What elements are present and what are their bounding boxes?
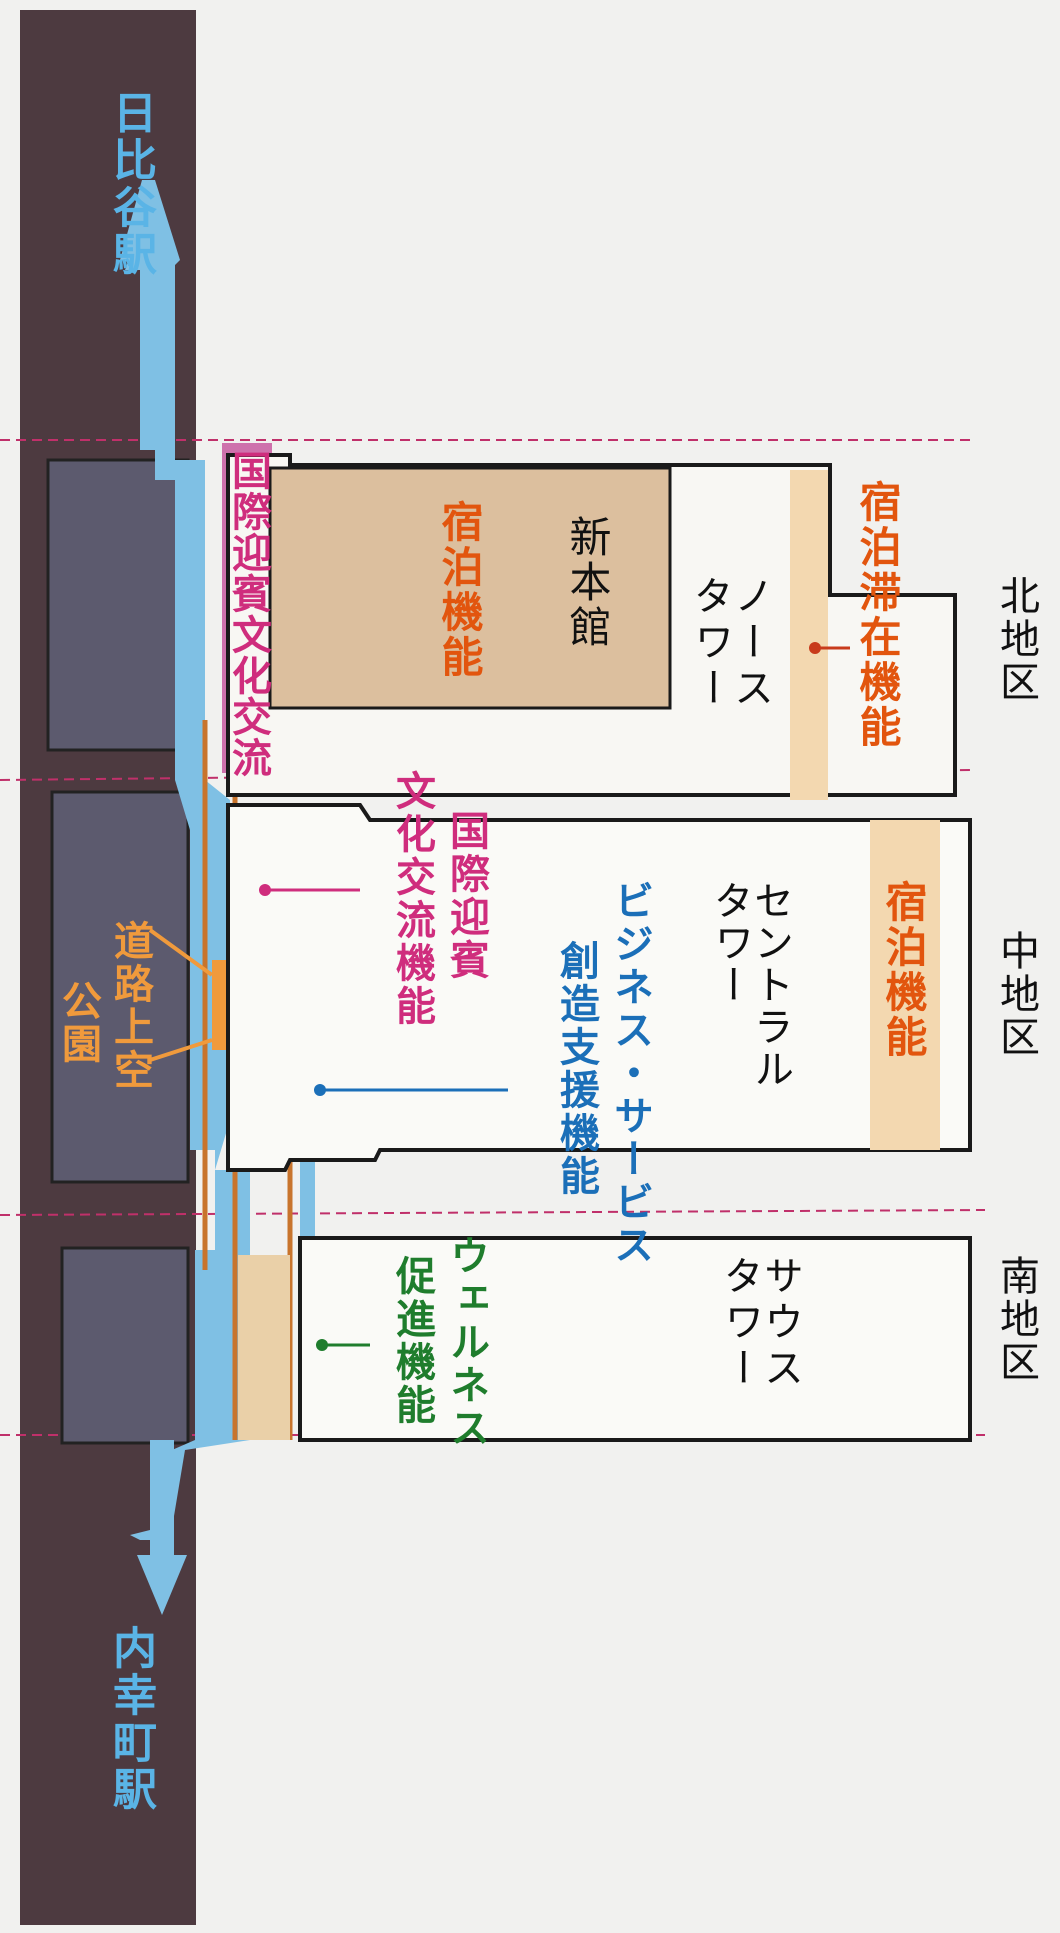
lodging-central-stripe — [870, 820, 940, 1150]
station-north-label: 日比谷駅 — [105, 90, 156, 278]
function-lodging-central: 宿泊機能 — [879, 880, 928, 1060]
function-lodging-stay: 宿泊滞在機能 — [853, 480, 902, 750]
pointer-reception — [259, 884, 360, 896]
district-south-label: 南地区 — [993, 1255, 1039, 1384]
walkway — [120, 180, 250, 1540]
function-lodging-new-main: 宿泊機能 — [435, 500, 484, 680]
south-tower-outline — [298, 1236, 972, 1442]
building-central-tower: セントラル タワー — [707, 880, 793, 1090]
function-wellness-bottom: 促進機能 — [389, 1255, 435, 1427]
pointer-business — [314, 1084, 508, 1096]
road-park-arrows — [148, 928, 214, 1062]
function-wellness-top: ウェルネス — [443, 1235, 489, 1450]
function-reception-bottom: 文化交流機能 — [389, 770, 435, 1028]
arrow-south-station — [137, 1440, 187, 1615]
station-south-label: 内幸町駅 — [105, 1625, 156, 1813]
district-north-label: 北地区 — [993, 575, 1039, 704]
building-north-tower: ノース タワー — [687, 575, 773, 713]
function-reception-culture-tall: 国際迎賓文化交流 — [225, 450, 271, 778]
road-block-north — [46, 458, 190, 752]
road-park-top: 道路上空 — [107, 920, 153, 1092]
central-tower-outline — [226, 803, 972, 1172]
function-reception-top: 国際迎賓 — [443, 810, 489, 982]
pointer-lodging-stay — [809, 642, 850, 654]
function-business-top: ビジネス・サービス — [607, 880, 653, 1267]
building-new-main: 新本館 — [563, 515, 612, 650]
arrow-north-station — [125, 200, 175, 450]
road-block-central — [50, 790, 190, 1184]
road-park-bottom: 公園 — [55, 980, 101, 1066]
pointer-wellness — [316, 1339, 370, 1351]
road-block-south — [60, 1246, 190, 1445]
building-south-tower: サウス タワー — [717, 1255, 803, 1393]
district-central-label: 中地区 — [993, 930, 1039, 1059]
lodging-stay-stripe — [790, 470, 828, 800]
south-lodging-band — [238, 1255, 290, 1440]
new-main-building — [268, 466, 672, 710]
function-business-bottom: 創造支援機能 — [553, 940, 599, 1198]
